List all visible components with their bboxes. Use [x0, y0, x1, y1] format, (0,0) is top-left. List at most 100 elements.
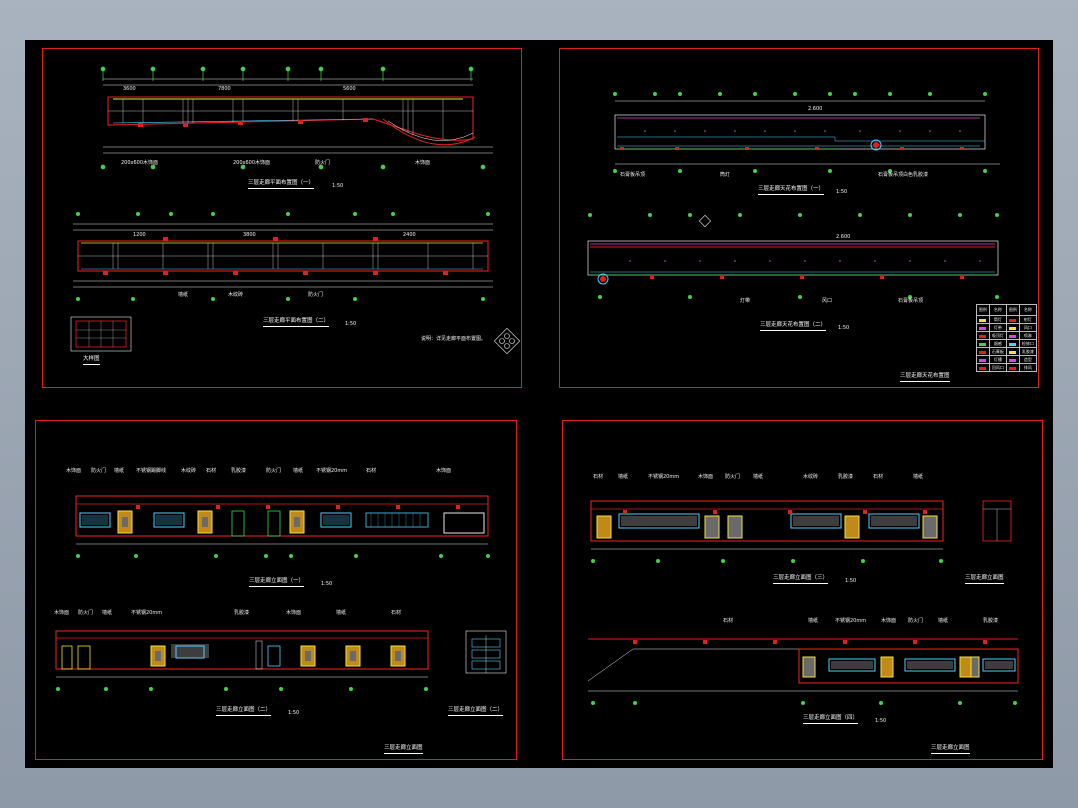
plan-title-a: 三层走廊平面布置图（一）: [248, 180, 314, 189]
legend-swatch: [976, 315, 990, 324]
legend-label: 回风口: [988, 363, 1007, 372]
plan-title-b: 三层走廊平面布置图（二）: [263, 318, 329, 327]
legend-swatch: [1005, 323, 1020, 332]
legend-label: 烟感: [988, 339, 1007, 348]
elev-left-callout-6: 石材: [206, 468, 217, 474]
legend-swatch: [976, 355, 990, 364]
elev-left-callout-12: 木饰面: [436, 468, 452, 474]
sheet-elevation-left[interactable]: 三层走廊立面图（一） 1:50 三层走廊立面图（二） 1:50 三层走廊立面图（…: [35, 420, 517, 760]
sheet-elevation-right[interactable]: 三层走廊立面图（三） 1:50 三层走廊立面图 三层走廊立面图（四） 1:50 …: [562, 420, 1043, 760]
sheet-plan[interactable]: 三层走廊平面布置图（一） 1:50 三层走廊平面布置图（二） 1:50 大样图 …: [42, 48, 522, 388]
elev-right-callout-3: 不锈钢20mm: [648, 474, 680, 480]
elev-right-callout-b5: 防火门: [908, 618, 924, 624]
legend-label: 喷淋: [1018, 331, 1038, 340]
legend-label: 筒灯: [988, 315, 1007, 324]
ceiling-scale-a: 1:50: [836, 189, 848, 195]
elev-right-callout-2: 墙纸: [618, 474, 629, 480]
ceiling-callout-1: 石膏板吊顶: [620, 172, 646, 178]
legend-label: 造型: [1018, 355, 1038, 364]
elev-right-callout-4: 木饰面: [698, 474, 714, 480]
elev-left-callout-b5: 乳胶漆: [234, 610, 250, 616]
elev-left-callout-b8: 石材: [391, 610, 402, 616]
ceiling-callout-5: 风口: [822, 298, 833, 304]
elev-right-title-a: 三层走廊立面图（三）: [773, 575, 828, 584]
ceiling-title-b: 三层走廊天花布置图（二）: [760, 322, 826, 331]
elev-right-callout-8: 乳胶漆: [838, 474, 854, 480]
elev-right-callout-10: 墙纸: [913, 474, 924, 480]
elev-right-scale-a: 1:50: [845, 578, 857, 584]
legend-label: 射灯: [1018, 315, 1038, 324]
elev-left-callout-10: 不锈钢20mm: [316, 468, 348, 474]
sheet-ceiling[interactable]: 三层走廊天花布置图（一） 1:50 三层走廊天花布置图（二） 1:50 三层走廊…: [559, 48, 1039, 388]
plan-dim-3: 5600: [343, 86, 356, 92]
elev-right-callout-1: 石材: [593, 474, 604, 480]
legend-swatch: [1005, 355, 1020, 364]
legend-header: 图例: [1005, 304, 1020, 316]
legend-label: 灯槽: [988, 355, 1007, 364]
elev-left-callout-4: 不锈钢踢脚线: [136, 468, 167, 474]
elev-right-callout-b6: 墙纸: [938, 618, 949, 624]
plan-scale-b: 1:50: [345, 321, 357, 327]
elev-right-callout-6: 墙纸: [753, 474, 764, 480]
elevation-right-drawing: [587, 500, 1019, 705]
elev-left-callout-2: 防火门: [91, 468, 107, 474]
legend-swatch: [976, 323, 990, 332]
legend-swatch: [976, 339, 990, 348]
ceiling-callout-2: 筒灯: [720, 172, 731, 178]
plan-callout-6: 木纹砖: [228, 292, 244, 298]
plan-dim-1: 3600: [123, 86, 136, 92]
ceiling-drawing: [587, 92, 1000, 299]
plan-dim-5: 3800: [243, 232, 256, 238]
elev-right-callout-b4: 木饰面: [881, 618, 897, 624]
elev-left-scale-b: 1:50: [288, 710, 300, 716]
elev-left-callout-9: 墙纸: [293, 468, 304, 474]
elev-left-callout-b7: 墙纸: [336, 610, 347, 616]
elev-left-callout-b2: 防火门: [78, 610, 94, 616]
plan-scale-a: 1:50: [332, 183, 344, 189]
legend-label: 石膏板: [988, 347, 1007, 356]
legend-swatch: [1005, 315, 1020, 324]
legend-swatch: [1005, 363, 1020, 372]
plan-note: 说明：详见走廊平面布置图。: [421, 336, 487, 342]
elev-right-scale-b: 1:50: [875, 718, 887, 724]
elev-left-callout-11: 石材: [366, 468, 377, 474]
elev-left-title-b: 三层走廊立面图（二）: [216, 707, 271, 716]
legend-swatch: [976, 363, 990, 372]
plan-drawing: [70, 66, 521, 355]
plan-callout-7: 防火门: [308, 292, 324, 298]
ceiling-title-a: 三层走廊天花布置图（一）: [758, 186, 824, 195]
legend-label: 排风: [1018, 363, 1038, 372]
legend-header: 图例: [976, 304, 990, 316]
elev-right-callout-b1: 石材: [723, 618, 734, 624]
plan-callout-1: 200x600木饰面: [121, 160, 159, 166]
legend-swatch: [1005, 331, 1020, 340]
ceiling-callout-3: 石膏板吊顶白色乳胶漆: [878, 172, 929, 178]
legend-header: 名称: [988, 304, 1007, 316]
elev-right-callout-7: 木纹砖: [803, 474, 819, 480]
drawing-canvas[interactable]: 三层走廊平面布置图（一） 1:50 三层走廊平面布置图（二） 1:50 大样图 …: [25, 40, 1053, 768]
plan-dim-4: 1200: [133, 232, 146, 238]
legend-swatch: [1005, 347, 1020, 356]
ceiling-scale-b: 1:50: [838, 325, 850, 331]
ceiling-sheet-title: 三层走廊天花布置图: [900, 373, 950, 382]
plan-detail-title: 大样图: [83, 356, 100, 365]
legend-label: 检修口: [1018, 339, 1038, 348]
elev-left-callout-8: 防火门: [266, 468, 282, 474]
elev-left-title-c: 三层走廊立面图（二）: [448, 707, 503, 716]
plan-callout-5: 墙纸: [178, 292, 189, 298]
legend-label: 灯带: [988, 323, 1007, 332]
elev-right-callout-b3: 不锈钢20mm: [835, 618, 867, 624]
elev-left-title-a: 三层走廊立面图（一）: [249, 578, 304, 587]
ceiling-callout-4: 灯带: [740, 298, 751, 304]
plan-callout-4: 木饰面: [415, 160, 431, 166]
legend-swatch: [1005, 339, 1020, 348]
elev-right-title-c: 三层走廊立面图: [965, 575, 1004, 584]
plan-dim-2: 7800: [218, 86, 231, 92]
ceiling-callout-6: 石膏板吊顶: [898, 298, 924, 304]
elev-right-callout-5: 防火门: [725, 474, 741, 480]
legend-label: 风口: [1018, 323, 1038, 332]
elev-left-callout-5: 木纹砖: [181, 468, 197, 474]
elev-left-callout-3: 墙纸: [114, 468, 125, 474]
elevation-left-drawing: [55, 495, 507, 691]
elev-right-title-b: 三层走廊立面图（四）: [803, 715, 858, 724]
